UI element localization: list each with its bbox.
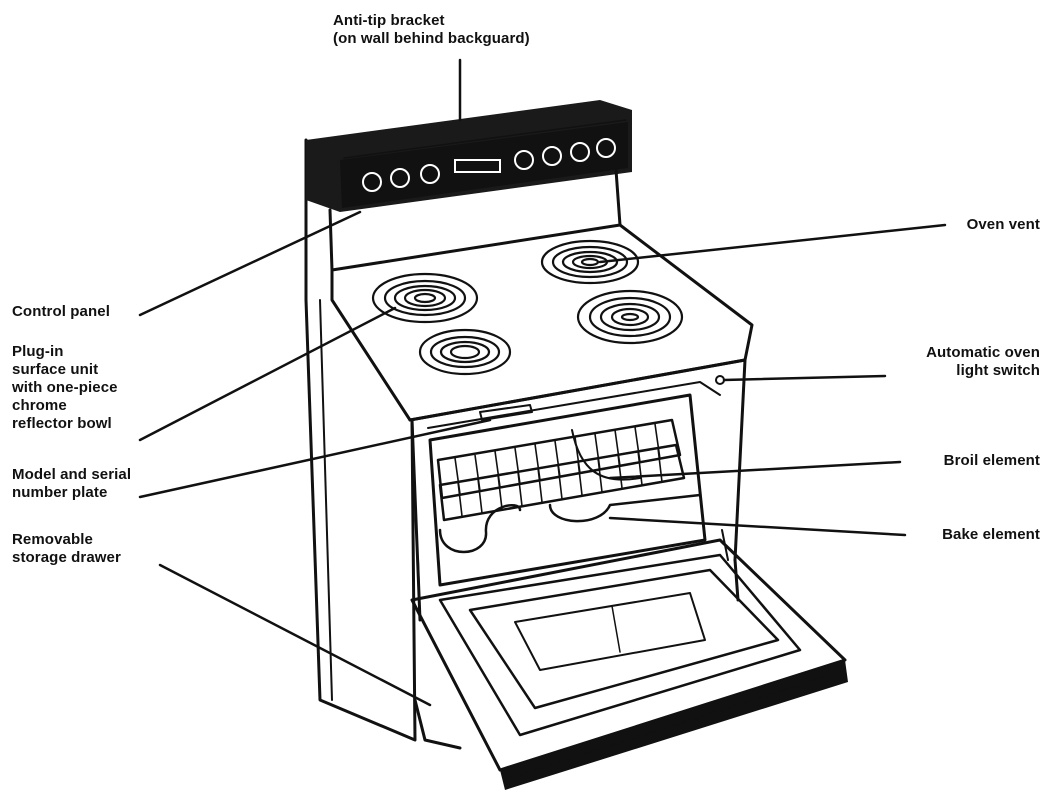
- surface-unit-front-right: [576, 289, 684, 345]
- knob-icon: [542, 146, 562, 166]
- label-oven-vent: Oven vent: [966, 216, 1040, 233]
- leader-plug-in: [138, 306, 397, 442]
- surface-unit-back-left: [371, 272, 479, 324]
- leader-model-plate: [138, 418, 492, 499]
- knob-icon: [420, 164, 440, 184]
- leader-light-switch: [722, 374, 887, 382]
- knob-icon: [390, 168, 410, 188]
- model-plate: [479, 404, 533, 421]
- knob-icon: [570, 142, 590, 162]
- leader-control-panel: [138, 210, 362, 317]
- surface-unit-front-left: [418, 328, 512, 376]
- label-control-panel: Control panel: [12, 303, 110, 320]
- oven-cavity: [428, 393, 707, 587]
- surface-units: [371, 239, 684, 376]
- clock-display: [454, 159, 501, 173]
- knob-icon: [362, 172, 382, 192]
- control-panel-knobs: [362, 138, 616, 192]
- leader-broil: [608, 460, 902, 480]
- knob-icon: [596, 138, 616, 158]
- label-storage-drawer: Removable storage drawer: [12, 531, 121, 566]
- oven-door: [410, 538, 848, 790]
- label-oven-light-switch: Automatic oven light switch: [926, 344, 1040, 379]
- range-illustration: [304, 100, 848, 790]
- leader-lines: [138, 58, 947, 707]
- cooktop: [330, 223, 754, 422]
- label-anti-tip-bracket: Anti-tip bracket (on wall behind backgua…: [333, 12, 530, 47]
- surface-unit-back-right: [540, 239, 640, 285]
- label-bake-element: Bake element: [942, 526, 1040, 543]
- label-model-serial-plate: Model and serial number plate: [12, 466, 132, 501]
- leader-oven-vent: [598, 223, 947, 264]
- backguard: [306, 100, 632, 212]
- knob-icon: [514, 150, 534, 170]
- leader-storage-drawer: [158, 563, 432, 707]
- leader-bake: [608, 516, 907, 537]
- label-broil-element: Broil element: [943, 452, 1040, 469]
- label-plug-in-surface-unit: Plug-in surface unit with one-piece chro…: [12, 343, 118, 432]
